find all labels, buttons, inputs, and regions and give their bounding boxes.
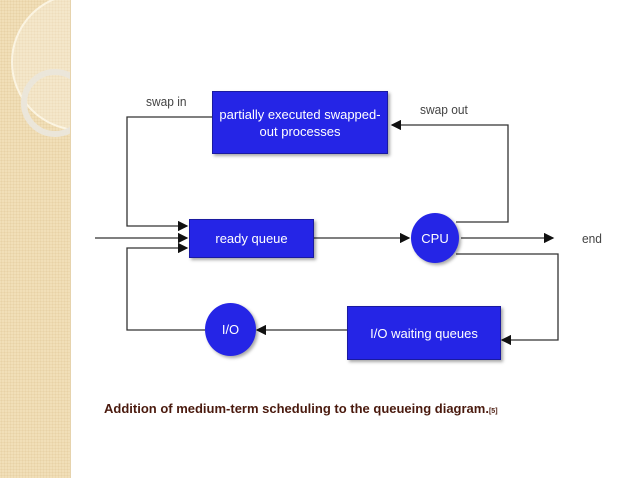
io-waiting-queues-node: I/O waiting queues — [347, 306, 501, 360]
caption-text: Addition of medium-term scheduling to th… — [104, 401, 489, 416]
figure-caption: Addition of medium-term scheduling to th… — [104, 401, 498, 416]
swapped-out-processes-node: partially executed swapped-out processes — [212, 91, 388, 154]
end-label: end — [582, 231, 602, 246]
io-node: I/O — [205, 303, 256, 356]
caption-reference: [5] — [488, 408, 498, 415]
cpu-node: CPU — [411, 213, 459, 263]
swap-in-arrow — [126, 116, 212, 232]
swap-out-label: swap out — [420, 102, 468, 117]
ready-queue-node: ready queue — [189, 219, 314, 258]
swap-out-arrow — [390, 119, 509, 223]
cpu-to-io-wait-arrow — [456, 253, 559, 346]
swap-in-label: swap in — [146, 94, 187, 109]
slide-decoration — [0, 0, 71, 478]
io-return-arrow — [126, 242, 205, 331]
decorative-rings — [11, 0, 70, 137]
